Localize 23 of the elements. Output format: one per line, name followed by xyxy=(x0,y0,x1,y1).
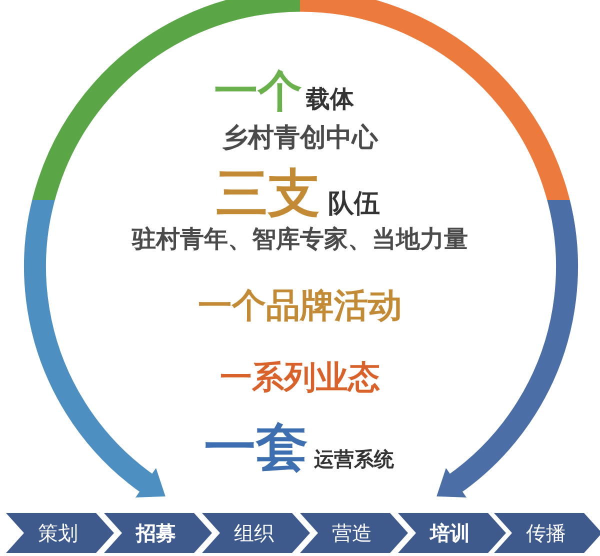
step-label: 传播 xyxy=(526,521,566,545)
chevron-step xyxy=(6,513,114,553)
subtitle-text: 驻村青年、智库专家、当地力量 xyxy=(132,226,468,252)
chevron-step xyxy=(494,513,600,553)
heading-numeral: 一套 xyxy=(204,420,308,478)
heading-text: 一个品牌活动 xyxy=(198,288,402,326)
step-label: 招募 xyxy=(136,521,176,545)
heading-numeral: 三支 xyxy=(216,166,320,224)
chevron-step xyxy=(300,513,408,553)
heading-text: 运营系统 xyxy=(314,448,394,470)
step-label: 营造 xyxy=(332,521,372,545)
chevron-step xyxy=(398,513,506,553)
arc-arrow xyxy=(24,0,578,498)
heading-text: 一系列业态 xyxy=(220,360,380,396)
step-label: 策划 xyxy=(38,521,78,545)
heading-numeral: 一个 xyxy=(214,68,302,116)
step-label: 组织 xyxy=(234,521,274,545)
step-label: 培训 xyxy=(430,521,470,545)
chevron-step xyxy=(202,513,310,553)
heading-text: 队伍 xyxy=(328,190,380,219)
chevron-step xyxy=(104,513,212,553)
subtitle-text: 乡村青创中心 xyxy=(222,124,378,153)
heading-text: 载体 xyxy=(306,86,354,112)
